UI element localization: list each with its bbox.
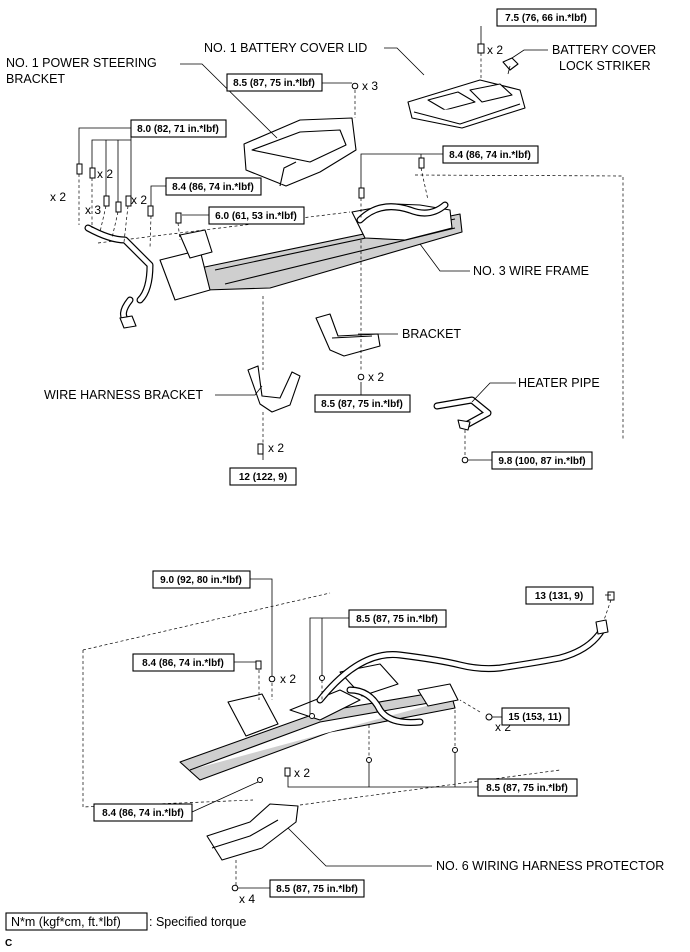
qty-harness-bracket-bolts: x 2 xyxy=(268,441,284,455)
qty-lock-striker-bolts: x 2 xyxy=(487,43,503,57)
torque-value: 12 (122, 9) xyxy=(239,472,287,483)
bracket-part xyxy=(315,313,381,357)
legend-description: : Specified torque xyxy=(149,915,246,929)
torque-value: 8.4 (86, 74 in.*lbf) xyxy=(102,808,184,819)
torque-box: 9.8 (100, 87 in.*lbf) xyxy=(491,451,593,470)
torque-box: 8.5 (87, 75 in.*lbf) xyxy=(226,73,323,92)
torque-value: 6.0 (61, 53 in.*lbf) xyxy=(215,211,297,222)
wiring-harness-protector xyxy=(206,803,299,861)
qty-steering-bracket-nuts: x 3 xyxy=(362,79,378,93)
torque-box: 13 (131, 9) xyxy=(525,586,594,605)
upper-frame-outline xyxy=(97,174,624,441)
torque-box: 8.5 (87, 75 in.*lbf) xyxy=(348,609,447,628)
heater-pipe xyxy=(433,396,492,431)
torque-value: 8.0 (82, 71 in.*lbf) xyxy=(137,124,219,135)
torque-box: 8.0 (82, 71 in.*lbf) xyxy=(130,119,227,138)
torque-value: 13 (131, 9) xyxy=(535,591,583,602)
qty-lower-nuts: x 2 xyxy=(280,672,296,686)
torque-value: 8.4 (86, 74 in.*lbf) xyxy=(172,182,254,193)
label-power-steering-bracket-line2: BRACKET xyxy=(6,72,65,86)
torque-value: 8.5 (87, 75 in.*lbf) xyxy=(486,783,568,794)
label-wiring-harness-protector: NO. 6 WIRING HARNESS PROTECTOR xyxy=(436,859,664,873)
label-wire-frame: NO. 3 WIRE FRAME xyxy=(473,264,589,278)
qty-left-bolts-d: x 2 xyxy=(131,193,147,207)
qty-left-bolts-a: x 2 xyxy=(97,167,113,181)
torque-value: 8.4 (86, 74 in.*lbf) xyxy=(449,150,531,161)
label-battery-cover-lid: NO. 1 BATTERY COVER LID xyxy=(204,41,367,55)
wire-harness-bracket xyxy=(247,365,301,413)
lower-frame-outline xyxy=(82,592,561,808)
upper-harness xyxy=(84,201,449,329)
quantity-labels: x 2 x 3 x 2 x 2 x 3 x 2 x 2 x 2 x 2 x 2 … xyxy=(50,43,511,906)
figure-code: C xyxy=(5,938,12,949)
lower-harness xyxy=(316,619,609,726)
torque-value: 8.5 (87, 75 in.*lbf) xyxy=(321,399,403,410)
torque-box: 15 (153, 11) xyxy=(501,707,570,726)
torque-value: 9.0 (92, 80 in.*lbf) xyxy=(160,575,242,586)
torque-box: 8.4 (86, 74 in.*lbf) xyxy=(93,803,193,822)
torque-box: 8.4 (86, 74 in.*lbf) xyxy=(165,177,262,196)
qty-bracket-bolts: x 2 xyxy=(368,370,384,384)
battery-cover-lid xyxy=(407,79,526,129)
battery-cover-lock-striker xyxy=(502,57,519,75)
torque-value: 15 (153, 11) xyxy=(508,712,561,723)
power-steering-bracket xyxy=(243,117,357,187)
leader-lines xyxy=(78,26,612,889)
torque-box: 7.5 (76, 66 in.*lbf) xyxy=(496,8,597,27)
torque-box: 8.4 (86, 74 in.*lbf) xyxy=(132,653,235,672)
torque-value: 8.5 (87, 75 in.*lbf) xyxy=(233,78,315,89)
label-battery-cover-lock-striker-line2: LOCK STRIKER xyxy=(559,59,651,73)
torque-value: 8.4 (86, 74 in.*lbf) xyxy=(142,658,224,669)
torque-value: 7.5 (76, 66 in.*lbf) xyxy=(505,13,587,24)
legend-unit: N*m (kgf*cm, ft.*lbf) xyxy=(11,915,121,929)
wire-frame xyxy=(159,203,463,301)
torque-box: 9.0 (92, 80 in.*lbf) xyxy=(152,570,251,589)
bolts xyxy=(76,43,615,892)
torque-box: 12 (122, 9) xyxy=(229,467,297,486)
qty-left-bolts-b: x 2 xyxy=(50,190,66,204)
label-bracket: BRACKET xyxy=(402,327,461,341)
torque-box: 8.5 (87, 75 in.*lbf) xyxy=(477,778,578,797)
qty-left-bolts-c: x 3 xyxy=(85,203,101,217)
torque-box: 8.4 (86, 74 in.*lbf) xyxy=(442,145,539,164)
torque-value: 8.5 (87, 75 in.*lbf) xyxy=(356,614,438,625)
torque-box: 6.0 (61, 53 in.*lbf) xyxy=(208,206,305,225)
torque-box: 8.5 (87, 75 in.*lbf) xyxy=(314,394,411,413)
qty-lower-clips: x 2 xyxy=(294,766,310,780)
qty-protector-nuts: x 4 xyxy=(239,892,255,906)
label-wire-harness-bracket: WIRE HARNESS BRACKET xyxy=(44,388,203,402)
part-labels: NO. 1 BATTERY COVER LID BATTERY COVER LO… xyxy=(6,41,664,873)
label-power-steering-bracket: NO. 1 POWER STEERING xyxy=(6,56,157,70)
torque-labels: 7.5 (76, 66 in.*lbf) 8.5 (87, 75 in.*lbf… xyxy=(93,8,597,898)
torque-value: 9.8 (100, 87 in.*lbf) xyxy=(498,456,585,467)
legend: N*m (kgf*cm, ft.*lbf) : Specified torque… xyxy=(5,912,246,949)
label-heater-pipe: HEATER PIPE xyxy=(518,376,600,390)
torque-box: 8.5 (87, 75 in.*lbf) xyxy=(269,879,365,898)
label-battery-cover-lock-striker: BATTERY COVER xyxy=(552,43,656,57)
torque-value: 8.5 (87, 75 in.*lbf) xyxy=(276,884,358,895)
